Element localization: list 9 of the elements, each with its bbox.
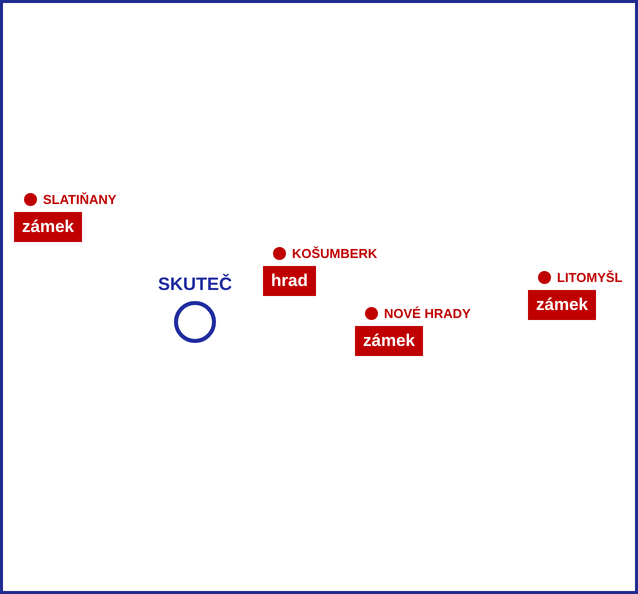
sight-label: hrad — [263, 266, 316, 296]
place-name: SLATIŇANY — [43, 192, 116, 207]
town-name: SKUTEČ — [158, 274, 232, 295]
place-name: NOVÉ HRADY — [384, 306, 471, 321]
sight-label: zámek — [355, 326, 423, 356]
sight-label: zámek — [528, 290, 596, 320]
sight-label: zámek — [14, 212, 82, 242]
place-name: KOŠUMBERK — [292, 246, 378, 261]
place-name: LITOMYŠL — [557, 270, 622, 285]
